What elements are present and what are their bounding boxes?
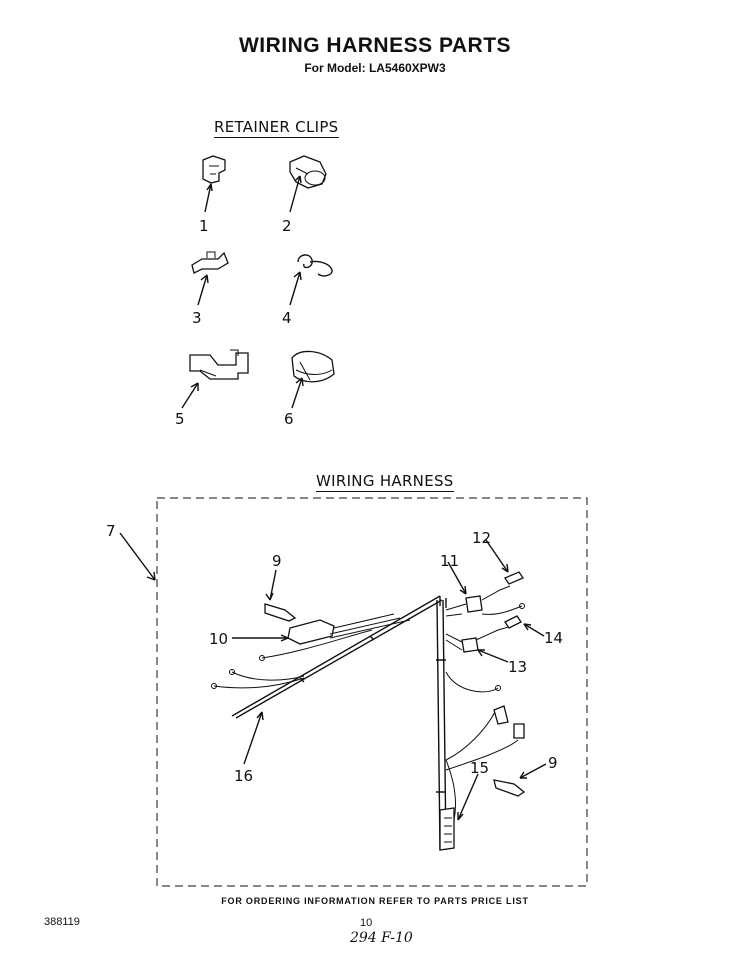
callout-1: 1 (199, 217, 209, 235)
callout-6: 6 (284, 410, 294, 428)
callout-9-lower: 9 (548, 754, 558, 772)
callout-9-upper: 9 (272, 552, 282, 570)
retainer-clip-3-drawing (191, 251, 229, 306)
callout-7-leader (119, 532, 156, 581)
harness-boundary (156, 497, 588, 887)
callout-7: 7 (106, 522, 116, 540)
handwritten-note: 294 F-10 (350, 930, 413, 946)
page-title: WIRING HARNESS PARTS (238, 34, 512, 57)
callout-4: 4 (282, 309, 292, 327)
document-number: 388119 (44, 916, 80, 928)
callout-2: 2 (282, 217, 292, 235)
callout-5: 5 (175, 410, 185, 428)
ordering-note: FOR ORDERING INFORMATION REFER TO PARTS … (221, 896, 529, 906)
callout-16: 16 (234, 767, 253, 785)
callout-10: 10 (209, 630, 228, 648)
callout-11: 11 (440, 552, 459, 570)
wiring-harness-heading: WIRING HARNESS (316, 472, 454, 492)
callout-15: 15 (470, 759, 489, 777)
page-number: 10 (360, 917, 373, 929)
callout-12: 12 (472, 529, 491, 547)
retainer-clip-1-drawing (202, 155, 226, 213)
retainer-clip-5-drawing (181, 349, 249, 409)
retainer-clips-heading: RETAINER CLIPS (214, 118, 339, 138)
model-subtitle: For Model: LA5460XPW3 (304, 61, 446, 75)
callout-13: 13 (508, 658, 527, 676)
callout-3: 3 (192, 309, 202, 327)
callout-14: 14 (544, 629, 563, 647)
harness-leaders (232, 539, 547, 821)
retainer-clip-6-drawing (291, 350, 335, 409)
wiring-harness-drawing (211, 571, 526, 851)
retainer-clip-4-drawing (289, 254, 333, 306)
retainer-clip-2-drawing (289, 155, 327, 213)
